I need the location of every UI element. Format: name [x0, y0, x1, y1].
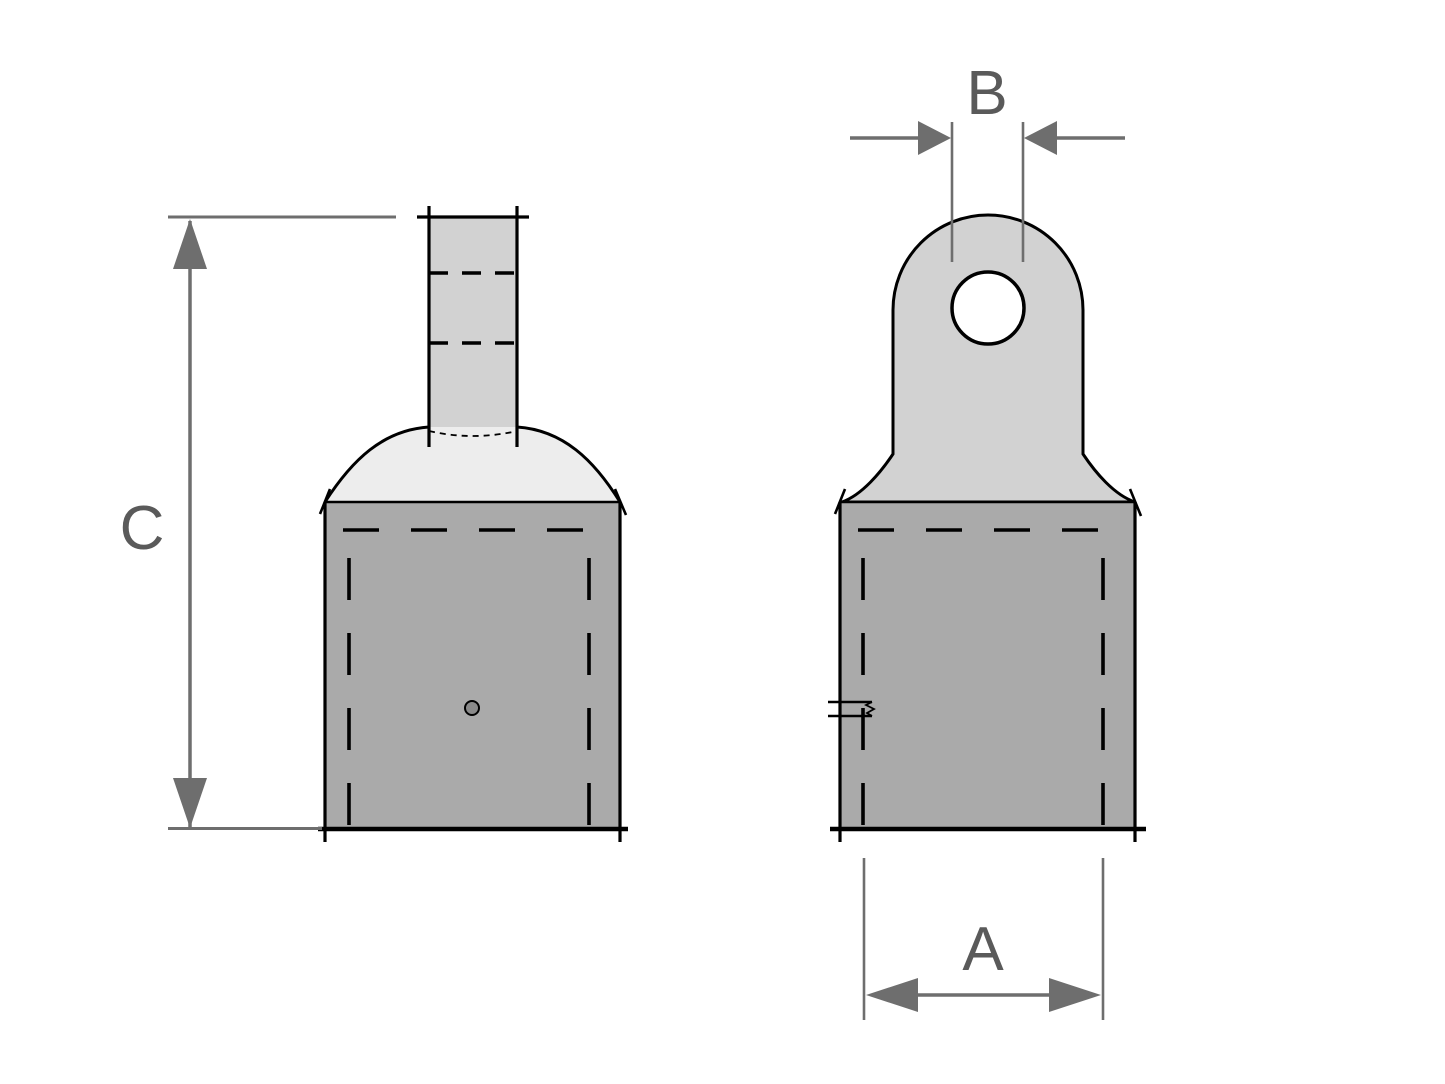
break-detail-zigzag [863, 701, 876, 717]
dimension-c: C [120, 215, 396, 830]
side-view-dome-fill [325, 427, 620, 502]
dim-a-arrowhead-left-icon [866, 978, 918, 1012]
front-view [828, 213, 1146, 842]
front-view-tick-shoulder-left [833, 488, 847, 515]
front-view-socket-fill [840, 502, 1135, 829]
side-view-tab-fill [429, 216, 517, 434]
dim-b-label: B [966, 59, 1007, 128]
front-view-set-screw-break-detail [828, 700, 876, 718]
side-view-dome-hidden-arc [428, 430, 518, 437]
dim-c-arrowhead-down-icon [173, 778, 207, 828]
front-view-eye-hole [950, 270, 1026, 346]
side-view [318, 206, 628, 842]
dim-b-arrowhead-right-icon [918, 121, 951, 155]
dim-c-arrowhead-up-icon [173, 219, 207, 269]
side-view-tick-shoulder-left [318, 488, 332, 515]
front-view-tick-shoulder-right [1128, 488, 1143, 517]
side-view-tick-shoulder-right [613, 488, 628, 516]
dim-b-arrowhead-left-icon [1024, 121, 1057, 155]
side-view-set-screw-dot [464, 700, 480, 716]
side-view-socket-fill [325, 502, 620, 829]
dimension-b: B [850, 59, 1125, 262]
dim-c-label: C [120, 494, 165, 563]
dim-a-label: A [962, 915, 1004, 984]
side-view-dome-arc-right [516, 425, 622, 503]
front-view-eye-outline [841, 213, 1136, 504]
side-view-dome-arc-left [323, 425, 430, 503]
dimension-a: A [862, 858, 1105, 1020]
dim-a-arrowhead-right-icon [1049, 978, 1101, 1012]
